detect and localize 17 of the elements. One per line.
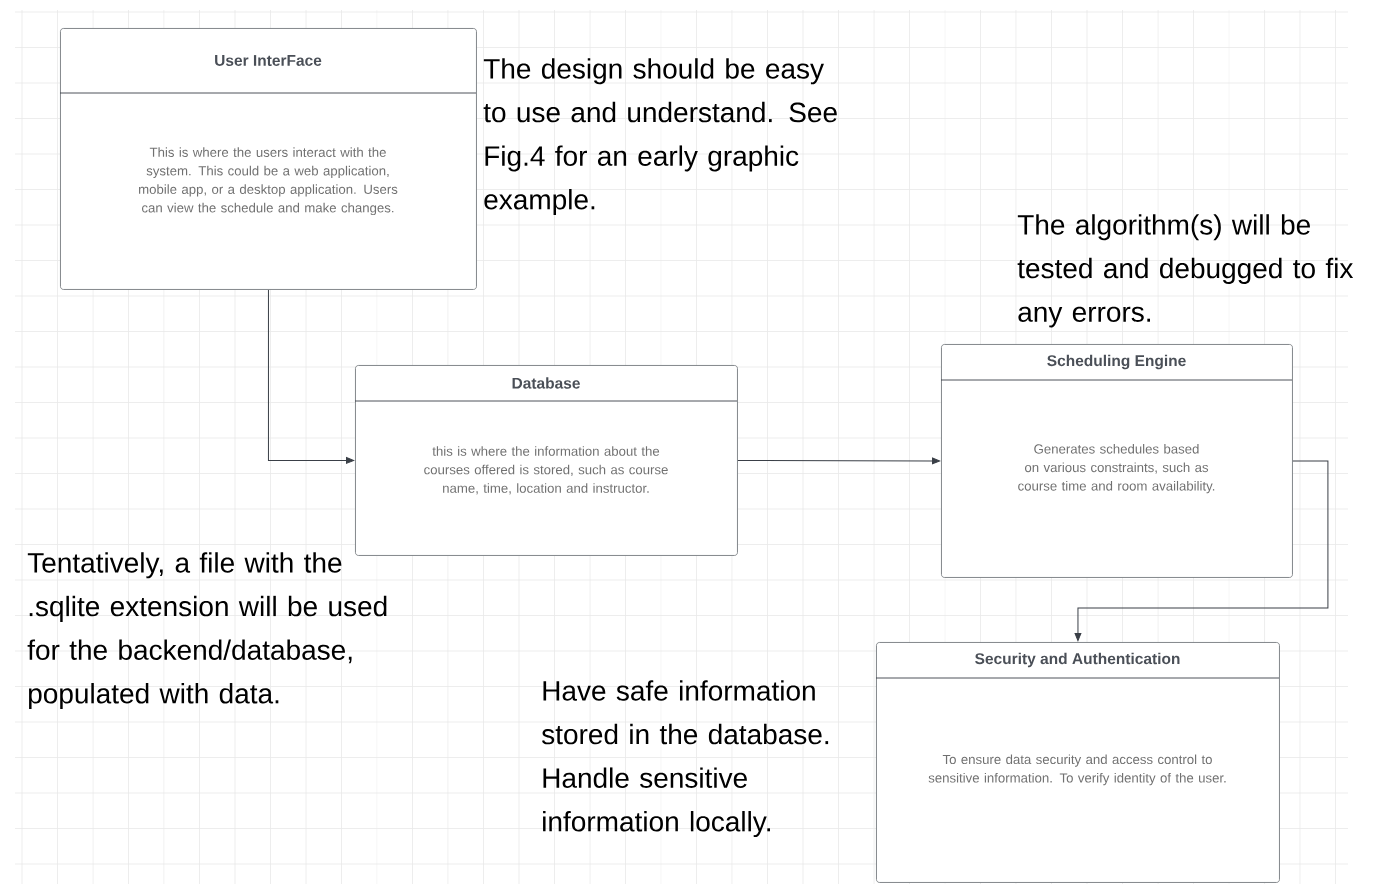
box-title: Security and Authentication xyxy=(975,652,1180,668)
box-description: To ensure data security and access control to sensitive information. To verify identity of the user. xyxy=(928,754,1226,786)
component-box xyxy=(875,642,1280,883)
arrow xyxy=(1074,460,1329,642)
arrow xyxy=(737,457,941,465)
box-title: User InterFace xyxy=(215,55,322,66)
note-text: Have safe information stored in the database. Handle sensitive information locally. xyxy=(542,680,829,838)
box-description: this is where the information about the courses offered is stored, such as course name, time, location and instructor. xyxy=(424,446,668,495)
box-title: Scheduling Engine xyxy=(1047,354,1186,370)
component-box xyxy=(59,28,477,290)
arrow xyxy=(267,289,355,464)
box-title: Database xyxy=(512,377,580,389)
note-text: Tentatively, a file with the .sqlite extension will be used for the backend/database, populated with data. xyxy=(27,552,387,710)
box-description: This is where the users interact with the system. This could be a web application, mobile app, or a desktop application. Users can view the schedule and make changes. xyxy=(139,147,398,216)
box-description: Generates schedules based on various constraints, such as course time and room availability. xyxy=(1018,443,1215,494)
component-box xyxy=(354,365,738,556)
component-box xyxy=(940,344,1293,578)
